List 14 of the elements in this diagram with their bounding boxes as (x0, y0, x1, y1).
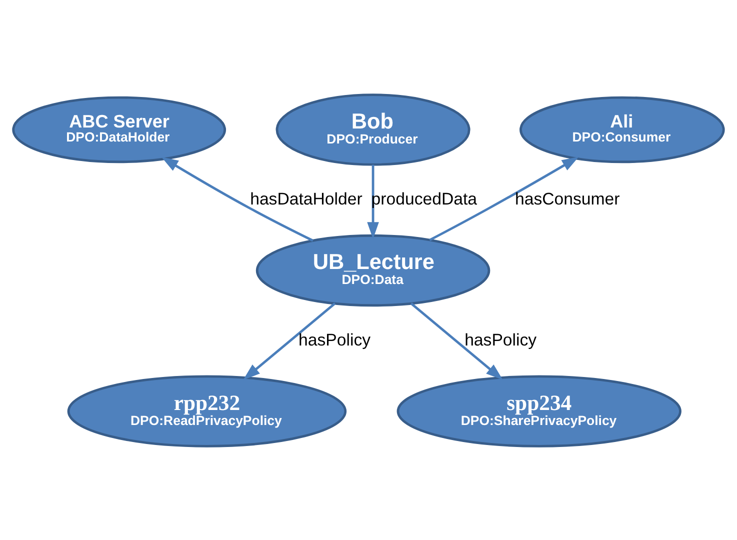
edge-label: hasPolicy (464, 330, 537, 349)
arrow (161, 156, 314, 242)
node-ellipse: Ali DPO:Consumer (520, 96, 725, 163)
node-ellipse: spp234 DPO:SharePrivacyPolicy (396, 374, 682, 447)
arrow (410, 302, 503, 380)
node-ellipse: Bob DPO:Producer (276, 93, 470, 166)
node-ellipse: rpp232 DPO:ReadPrivacyPolicy (67, 374, 347, 447)
arrow (243, 302, 336, 380)
edge-label: hasDataHolder (250, 189, 362, 208)
node-ellipse: UB_Lecture DPO:Data (256, 234, 490, 306)
arrow (429, 156, 579, 241)
edge-label: hasPolicy (298, 330, 371, 349)
node-ellipse: ABC Server DPO:DataHolder (12, 96, 226, 163)
edge-label: hasConsumer (515, 189, 620, 208)
